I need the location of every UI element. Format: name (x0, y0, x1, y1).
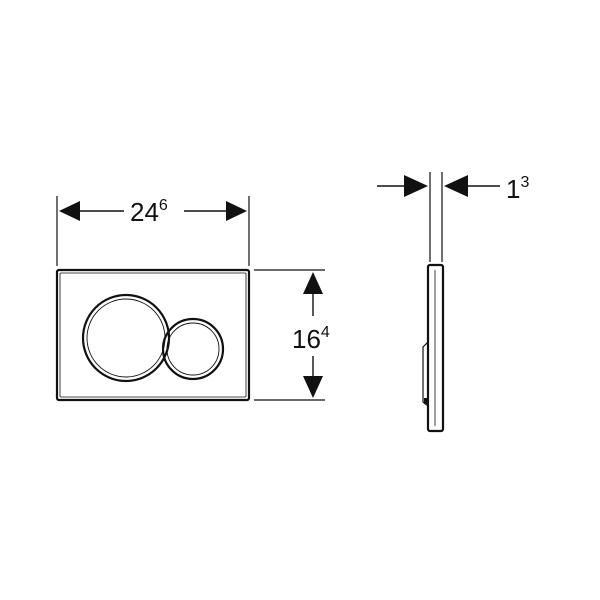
flush-plate-outline-inner (59, 272, 247, 398)
front-view (55, 268, 251, 402)
arrow-up-icon (303, 272, 323, 294)
mounting-tab (424, 398, 429, 404)
arrow-down-icon (303, 376, 323, 398)
width-label: 246 (130, 197, 168, 227)
arrow-left-icon (444, 175, 468, 197)
arrow-left-icon (59, 201, 80, 221)
height-dimension: 164 (254, 269, 330, 401)
depth-label: 13 (506, 174, 529, 204)
arrow-right-icon (404, 175, 428, 197)
large-flush-button (81, 293, 171, 383)
width-dimension: 246 (56, 196, 250, 266)
arrow-right-icon (226, 201, 247, 221)
small-flush-button (161, 317, 225, 381)
side-view (422, 172, 445, 433)
flush-plate-outline-outer (55, 268, 251, 402)
plate-side-profile (426, 263, 445, 433)
depth-dimension: 13 (377, 174, 529, 204)
height-label: 164 (292, 324, 330, 354)
